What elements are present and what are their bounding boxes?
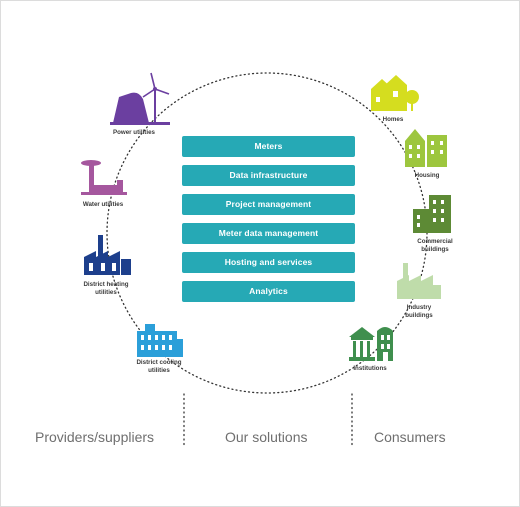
solution-meters[interactable]: Meters <box>182 136 355 157</box>
commercial-building-icon <box>413 195 451 233</box>
institution-icon <box>349 327 393 361</box>
label-commercial-buildings: Commercial buildings <box>417 238 453 253</box>
column-our-solutions: Our solutions <box>225 429 308 445</box>
label-institutions: Institutions <box>353 365 387 372</box>
label-power-utilities: Power utilities <box>113 129 155 136</box>
solution-meter-data-management[interactable]: Meter data management <box>182 223 355 244</box>
solution-analytics[interactable]: Analytics <box>182 281 355 302</box>
solution-project-management[interactable]: Project management <box>182 194 355 215</box>
cooling-plant-icon <box>137 324 183 357</box>
label-industry-buildings: Industry buildings <box>405 304 433 319</box>
solution-data-infrastructure[interactable]: Data infrastructure <box>182 165 355 186</box>
heating-plant-icon <box>84 235 131 275</box>
label-housing: Housing <box>414 172 440 179</box>
water-tower-icon <box>81 160 127 195</box>
label-district-heating-utilities: District heating utilities <box>83 281 129 296</box>
label-water-utilities: Water utilities <box>82 201 124 208</box>
solution-hosting-and-services[interactable]: Hosting and services <box>182 252 355 273</box>
industry-building-icon <box>397 263 441 299</box>
homes-icon <box>371 75 419 111</box>
housing-icon <box>405 129 447 167</box>
label-homes: Homes <box>382 116 404 123</box>
wind-turbine-icon <box>110 72 170 125</box>
column-providers-suppliers: Providers/suppliers <box>35 429 155 445</box>
label-district-cooling-utilities: District cooling utilities <box>136 359 182 374</box>
column-consumers: Consumers <box>374 429 446 445</box>
